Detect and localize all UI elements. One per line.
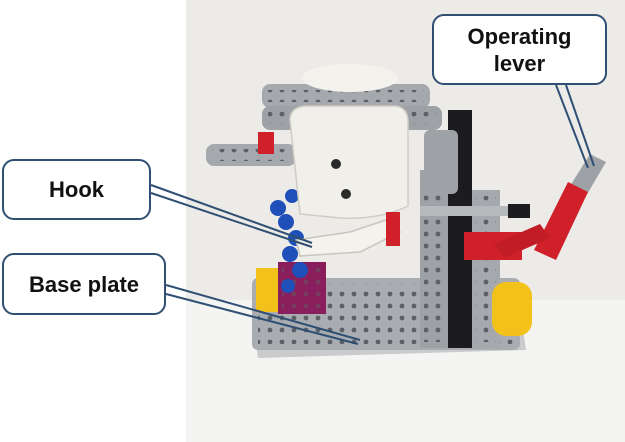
operating-lever-link bbox=[494, 224, 550, 258]
operating-lever-callout: Operating lever bbox=[432, 14, 607, 85]
operating-lever-label-line1: Operating bbox=[467, 23, 572, 49]
hook-leader-2 bbox=[150, 192, 313, 248]
right-gray-arm bbox=[424, 130, 458, 194]
yellow-brick bbox=[256, 268, 280, 312]
operating-lever-gray bbox=[570, 154, 606, 196]
hook-callout: Hook bbox=[2, 159, 151, 220]
lever-leader bbox=[555, 84, 589, 169]
base-leader bbox=[165, 284, 361, 341]
weight-hole-lower bbox=[341, 189, 351, 199]
hook-leader bbox=[150, 184, 313, 244]
lego-model bbox=[206, 64, 606, 358]
black-axle-end bbox=[508, 204, 530, 218]
left-gray-arm-holes bbox=[212, 149, 290, 161]
red-connector-left bbox=[258, 132, 274, 154]
lever-leader-2 bbox=[565, 84, 595, 167]
red-pin-hook bbox=[386, 212, 400, 246]
operating-lever-label-line2: lever bbox=[493, 50, 546, 76]
gray-axle bbox=[420, 206, 524, 216]
top-gray-arm-holes bbox=[268, 90, 424, 102]
tower-gray-holes bbox=[424, 176, 444, 342]
weight-hole-upper bbox=[331, 159, 341, 169]
operating-lever-red bbox=[534, 182, 588, 260]
yellow-wheel bbox=[492, 282, 532, 336]
weight-top bbox=[302, 64, 398, 92]
base-plate-label: Base plate bbox=[28, 271, 140, 297]
operating-lever-label: Operating lever bbox=[468, 23, 572, 77]
blue-chain bbox=[270, 189, 308, 293]
base-leader-2 bbox=[165, 293, 359, 345]
white-weight bbox=[289, 105, 409, 219]
leader-lines bbox=[150, 84, 595, 345]
hook-label: Hook bbox=[49, 177, 104, 202]
base-plate-callout: Base plate bbox=[2, 253, 166, 315]
